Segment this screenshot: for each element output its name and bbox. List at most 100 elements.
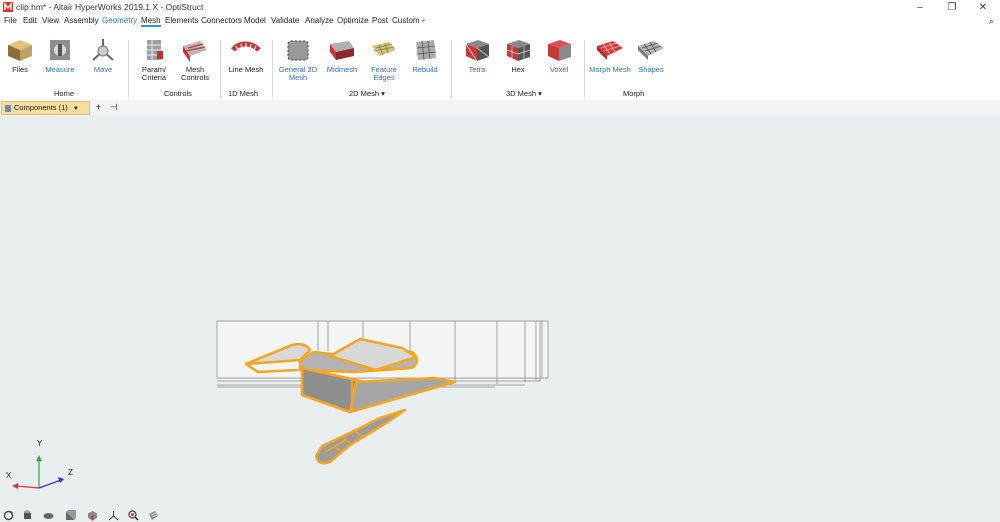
voxel-icon (548, 40, 571, 61)
zoom-view-icon[interactable] (43, 510, 54, 521)
menu-bar: File Edit View Assembly Geometry Mesh El… (0, 15, 1000, 28)
axis-x-label: X (6, 471, 12, 480)
measure-button[interactable]: Measure (38, 28, 82, 74)
hex-label: Hex (511, 65, 525, 74)
move-label: Move (93, 65, 113, 74)
minimize-button[interactable]: – (917, 2, 923, 13)
separator (451, 40, 452, 98)
group-controls-label: Controls (164, 89, 192, 98)
rotate-view-icon[interactable] (3, 510, 14, 521)
feature-edges-button[interactable]: Feature Edges (362, 28, 406, 82)
files-button[interactable]: Files (0, 28, 42, 74)
measure-icon (50, 40, 70, 60)
menu-geometry[interactable]: Geometry (102, 16, 138, 25)
param-criteria-label: Param/ Criteria (141, 65, 167, 82)
restore-button[interactable]: ❐ (947, 2, 957, 13)
tetra-label: Tetra (468, 65, 486, 74)
hex-button[interactable]: Hex (496, 28, 540, 74)
group-home-label: Home (54, 89, 75, 98)
graphics-viewport[interactable]: Y X Z (0, 116, 1000, 522)
menu-assembly[interactable]: Assembly (64, 16, 99, 25)
group-morph-label: Morph (623, 89, 645, 98)
param-criteria-button[interactable]: Param/ Criteria (132, 28, 176, 82)
search-icon[interactable]: ⌕ (988, 16, 994, 26)
window-title: clip.hm* - Altair HyperWorks 2019.1 X - … (16, 2, 204, 12)
mesh-controls-icon (183, 41, 207, 62)
voxel-button[interactable]: Voxel (537, 28, 581, 74)
axis-view-icon[interactable] (108, 510, 119, 521)
group-2d-mesh-label[interactable]: 2D Mesh ▾ (349, 89, 385, 98)
line-mesh-label: Line Mesh (228, 65, 264, 74)
menu-file[interactable]: File (4, 16, 17, 25)
menu-edit[interactable]: Edit (23, 16, 37, 25)
menu-analyze[interactable]: Analyze (305, 16, 334, 25)
chevron-down-icon[interactable]: ▼ (72, 106, 79, 112)
files-icon (8, 40, 32, 61)
midmesh-icon (330, 41, 354, 60)
midmesh-button[interactable]: Midmesh (320, 28, 364, 74)
mesh-controls-label: Mesh Controls (181, 65, 209, 82)
separator (220, 40, 221, 98)
param-criteria-icon (147, 40, 163, 60)
midmesh-label: Midmesh (326, 65, 358, 74)
separator (272, 40, 273, 98)
hex-icon (506, 40, 531, 61)
morph-mesh-icon (597, 41, 623, 60)
menu-post[interactable]: Post (372, 16, 389, 25)
shapes-label: Shapes (638, 65, 664, 74)
menu-custom[interactable]: Custom (392, 16, 420, 25)
add-tab-button[interactable]: + (95, 102, 102, 112)
group-1d-mesh-label: 1D Mesh (228, 89, 259, 98)
ribbon: Files Measure Move Home Param/ Criteria … (0, 28, 1000, 100)
fit-view-icon[interactable] (128, 510, 139, 521)
title-bar: clip.hm* - Altair HyperWorks 2019.1 X - … (0, 0, 1000, 15)
measure-label: Measure (45, 65, 75, 74)
browser-tab-strip: Components (1) ▼ + ⊣ (0, 100, 1000, 116)
morph-mesh-button[interactable]: Morph Mesh (588, 28, 632, 74)
menu-elements[interactable]: Elements (165, 16, 199, 25)
line-mesh-icon (231, 41, 261, 52)
menu-connectors[interactable]: Connectors (201, 16, 242, 25)
tetra-button[interactable]: Tetra (455, 28, 499, 74)
rebuild-label: Rebuild (412, 65, 438, 74)
group-3d-mesh-label[interactable]: 3D Mesh ▾ (506, 89, 542, 98)
close-button[interactable]: ✕ (978, 2, 988, 13)
menu-validate[interactable]: Validate (271, 16, 300, 25)
menu-add[interactable]: + (421, 16, 426, 25)
rebuild-icon (416, 40, 437, 61)
component-icon (5, 105, 11, 112)
move-icon (92, 39, 114, 61)
tetra-icon (465, 40, 490, 62)
view-controls-toolbar (3, 510, 163, 522)
menu-view[interactable]: View (42, 16, 60, 25)
files-label: Files (12, 65, 28, 74)
clip-part[interactable] (244, 337, 457, 465)
menu-model[interactable]: Model (244, 16, 266, 25)
pan-view-icon[interactable] (22, 510, 33, 521)
front-view-icon[interactable] (65, 510, 76, 521)
general-2d-mesh-button[interactable]: General 2D Mesh (276, 28, 320, 82)
general-2d-mesh-icon (287, 40, 309, 61)
shapes-button[interactable]: Shapes (629, 28, 673, 74)
separator (584, 40, 585, 98)
pin-tab-button[interactable]: ⊣ (109, 102, 118, 112)
visualization-icon[interactable] (148, 510, 159, 521)
components-tab[interactable]: Components (1) ▼ (1, 101, 90, 115)
morph-mesh-label: Morph Mesh (589, 65, 631, 74)
iso-view-icon[interactable] (87, 510, 98, 521)
menu-optimize[interactable]: Optimize (337, 16, 369, 25)
move-button[interactable]: Move (81, 28, 125, 74)
line-mesh-button[interactable]: Line Mesh (224, 28, 268, 74)
axis-z-label: Z (68, 468, 73, 477)
axis-y-label: Y (37, 439, 43, 448)
menu-mesh[interactable]: Mesh (141, 16, 161, 27)
rebuild-button[interactable]: Rebuild (403, 28, 447, 74)
app-logo-icon (3, 2, 13, 12)
voxel-label: Voxel (549, 65, 569, 74)
model-display (12, 320, 549, 489)
components-tab-label: Components (1) (14, 103, 68, 112)
feature-edges-icon (372, 42, 396, 56)
mesh-controls-button[interactable]: Mesh Controls (173, 28, 217, 82)
general-2d-mesh-label: General 2D Mesh (278, 65, 318, 82)
axis-triad (12, 455, 64, 489)
